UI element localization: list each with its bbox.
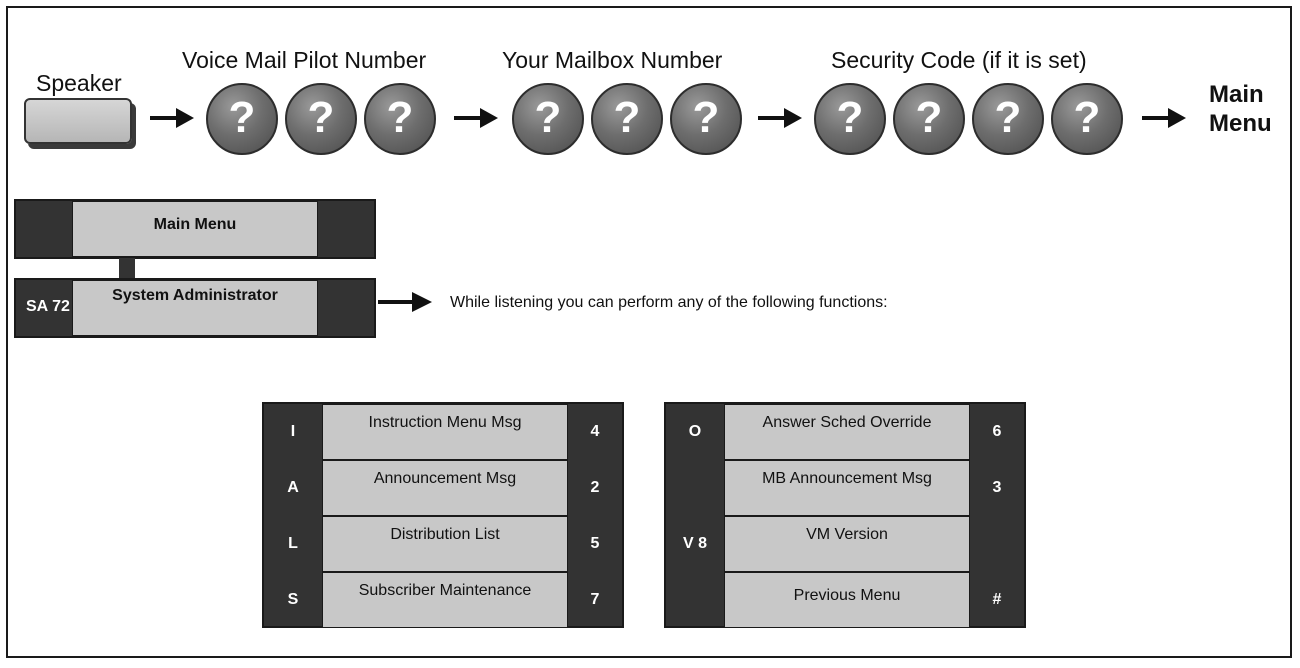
table-row: I Instruction Menu Msg 4 <box>264 404 622 460</box>
row-key: L <box>288 535 298 552</box>
arrow-icon <box>378 290 432 314</box>
row-key <box>666 460 724 516</box>
row-label: Answer Sched Override <box>724 404 970 460</box>
arrow-icon <box>150 106 194 130</box>
row-digit: 3 <box>992 479 1002 496</box>
row-key: S <box>287 591 299 608</box>
submenu-code: SA 72 <box>26 298 70 315</box>
table-row: Previous Menu # <box>666 572 1024 628</box>
row-label: VM Version <box>724 516 970 572</box>
security-code-label: Security Code (if it is set) <box>831 47 1087 73</box>
question-key-icon: ? <box>364 83 436 155</box>
main-menu-line1: Main <box>1209 81 1264 108</box>
row-digit: 4 <box>590 423 600 440</box>
question-key-icon: ? <box>512 83 584 155</box>
row-key: A <box>287 479 299 496</box>
row-label: Distribution List <box>322 516 568 572</box>
row-label: Announcement Msg <box>322 460 568 516</box>
question-key-icon: ? <box>893 83 965 155</box>
function-table-left: I Instruction Menu Msg 4 A Announcement … <box>262 402 624 628</box>
question-key-icon: ? <box>814 83 886 155</box>
arrow-icon <box>758 106 802 130</box>
table-row: O Answer Sched Override 6 <box>666 404 1024 460</box>
pilot-number-label: Voice Mail Pilot Number <box>182 47 427 73</box>
row-key: I <box>290 423 296 440</box>
main-menu-title: Main Menu <box>72 201 318 257</box>
question-key-icon: ? <box>1051 83 1123 155</box>
row-digit: # <box>992 591 1002 608</box>
speaker-label: Speaker <box>36 70 122 96</box>
submenu-title: System Administrator <box>72 280 318 336</box>
row-digit: 7 <box>590 591 600 608</box>
question-key-icon: ? <box>670 83 742 155</box>
row-label: Previous Menu <box>724 572 970 628</box>
menu-connector <box>119 258 135 280</box>
arrow-icon <box>1142 106 1186 130</box>
row-digit: 2 <box>590 479 600 496</box>
question-key-icon: ? <box>591 83 663 155</box>
instruction-note: While listening you can perform any of t… <box>450 294 888 311</box>
main-menu-line2: Menu <box>1209 110 1272 137</box>
mailbox-number-label: Your Mailbox Number <box>502 47 723 73</box>
row-key: O <box>688 423 702 440</box>
question-key-icon: ? <box>285 83 357 155</box>
row-key: V 8 <box>682 535 707 552</box>
row-digit: 5 <box>590 535 600 552</box>
table-row: V 8 VM Version <box>666 516 1024 572</box>
speaker-key <box>24 98 132 144</box>
table-row: L Distribution List 5 <box>264 516 622 572</box>
row-label: Subscriber Maintenance <box>322 572 568 628</box>
row-key <box>666 572 724 628</box>
row-digit <box>970 516 1024 572</box>
function-table-right: O Answer Sched Override 6 MB Announcemen… <box>664 402 1026 628</box>
diagram-frame <box>6 6 1292 658</box>
question-key-icon: ? <box>972 83 1044 155</box>
row-label: MB Announcement Msg <box>724 460 970 516</box>
row-label: Instruction Menu Msg <box>322 404 568 460</box>
main-menu-destination: Main Menu <box>1209 80 1272 138</box>
table-row: A Announcement Msg 2 <box>264 460 622 516</box>
arrow-icon <box>454 106 498 130</box>
question-key-icon: ? <box>206 83 278 155</box>
table-row: S Subscriber Maintenance 7 <box>264 572 622 628</box>
table-row: MB Announcement Msg 3 <box>666 460 1024 516</box>
row-digit: 6 <box>992 423 1002 440</box>
